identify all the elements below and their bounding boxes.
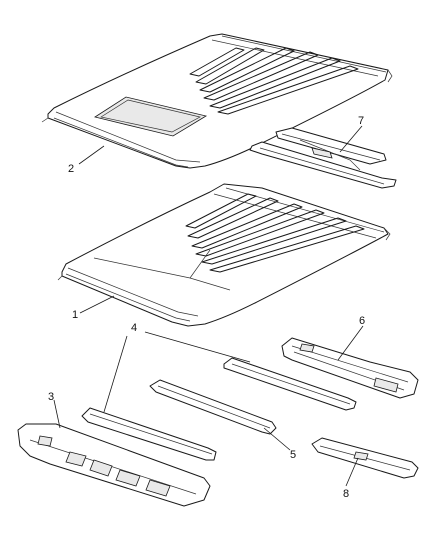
roof-bow-4-lower [81, 407, 217, 461]
callout-1: 1 [72, 309, 78, 321]
rear-bow-8 [311, 437, 419, 479]
callout-8: 8 [343, 488, 349, 500]
callouts: 1 2 3 4 5 6 7 8 [48, 115, 365, 500]
callout-2: 2 [68, 163, 74, 175]
roof-panel-sunroof [41, 33, 393, 169]
callout-3: 3 [48, 391, 54, 403]
roof-bow-4-upper [223, 357, 357, 411]
leader-lines [53, 125, 364, 487]
roof-bow-7 [249, 127, 397, 189]
rear-header-6 [281, 337, 419, 399]
callout-4: 4 [131, 322, 137, 334]
callout-7: 7 [358, 115, 364, 127]
roof-bow-5 [149, 379, 277, 435]
callout-6: 6 [359, 315, 365, 327]
callout-5: 5 [290, 449, 296, 461]
roof-panel [57, 183, 391, 327]
front-header-3 [17, 423, 211, 507]
